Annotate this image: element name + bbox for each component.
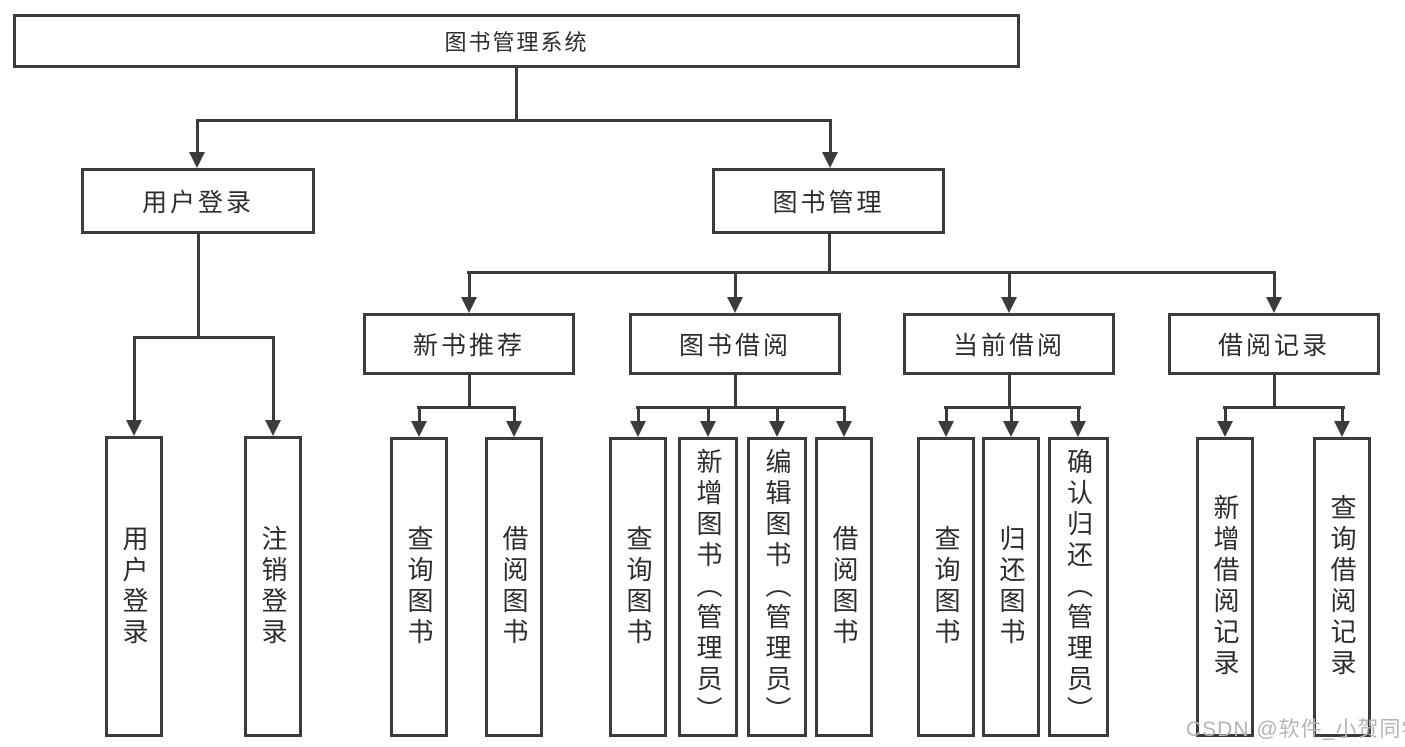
arrowhead xyxy=(1003,421,1019,437)
node-query-borrow-record-label: 查询借阅记录 xyxy=(1327,494,1357,680)
node-borrowing-records: 借阅记录 xyxy=(1168,313,1380,375)
connector-line xyxy=(196,119,832,122)
connector-line xyxy=(197,234,200,339)
connector-line xyxy=(1008,375,1011,409)
arrowhead xyxy=(1001,297,1017,313)
node-user-login-leaf-label: 用户登录 xyxy=(119,524,149,649)
node-add-borrow-record-label: 新增借阅记录 xyxy=(1210,494,1240,680)
arrowhead xyxy=(1266,297,1282,313)
node-confirm-return-admin-label: 确认归还（管理员） xyxy=(1063,447,1094,727)
node-new-book-recommend: 新书推荐 xyxy=(363,313,575,375)
arrowhead xyxy=(1070,421,1086,437)
node-add-books-admin-label: 新增图书（管理员） xyxy=(693,447,723,727)
connector-line xyxy=(734,271,737,299)
node-return-books: 归还图书 xyxy=(982,437,1040,737)
connector-line xyxy=(734,375,737,409)
node-query-books-current-label: 查询图书 xyxy=(931,525,961,649)
node-logout-leaf-label: 注销登录 xyxy=(258,524,288,649)
arrowhead xyxy=(461,297,477,313)
connector-line xyxy=(1077,406,1080,424)
connector-line xyxy=(1223,406,1345,409)
connector-line xyxy=(418,406,421,424)
node-user-login: 用户登录 xyxy=(81,168,315,234)
connector-line xyxy=(196,119,199,155)
connector-line xyxy=(1273,375,1276,409)
connector-line xyxy=(272,336,275,424)
arrowhead xyxy=(506,421,522,437)
arrowhead xyxy=(630,421,646,437)
connector-line xyxy=(707,406,710,424)
arrowhead xyxy=(126,420,142,436)
node-add-books-admin: 新增图书（管理员） xyxy=(678,437,738,737)
node-root: 图书管理系统 xyxy=(13,14,1020,68)
node-query-books-recommend-label: 查询图书 xyxy=(404,525,434,649)
node-current-borrowing: 当前借阅 xyxy=(903,313,1115,375)
connector-line xyxy=(945,406,948,424)
connector-line xyxy=(515,68,518,122)
arrowhead xyxy=(189,152,205,168)
connector-line xyxy=(636,406,846,409)
arrowhead xyxy=(727,297,743,313)
node-edit-books-admin: 编辑图书（管理员） xyxy=(747,437,807,737)
arrowhead xyxy=(769,421,785,437)
connector-line xyxy=(843,406,846,424)
node-confirm-return-admin: 确认归还（管理员） xyxy=(1048,437,1109,737)
node-edit-books-admin-label: 编辑图书（管理员） xyxy=(762,447,792,727)
connector-line xyxy=(637,406,640,424)
arrowhead xyxy=(836,421,852,437)
node-book-borrowing: 图书借阅 xyxy=(629,313,841,375)
node-borrow-books-recommend-label: 借阅图书 xyxy=(499,525,529,649)
connector-line xyxy=(133,336,275,339)
arrowhead xyxy=(265,420,281,436)
node-return-books-label: 归还图书 xyxy=(996,525,1026,649)
connector-line xyxy=(1341,406,1344,424)
node-query-books-borrowing: 查询图书 xyxy=(609,437,667,737)
node-query-borrow-record: 查询借阅记录 xyxy=(1313,437,1371,737)
connector-line xyxy=(829,119,832,155)
node-borrow-books-leaf: 借阅图书 xyxy=(815,437,873,737)
node-query-books-borrowing-label: 查询图书 xyxy=(623,525,653,649)
connector-line xyxy=(513,406,516,424)
arrowhead xyxy=(1217,421,1233,437)
connector-line xyxy=(468,375,471,409)
connector-line xyxy=(828,234,831,274)
connector-line xyxy=(1273,271,1276,299)
connector-line xyxy=(468,271,471,299)
connector-line xyxy=(417,406,516,409)
connector-line xyxy=(776,406,779,424)
node-borrow-books-recommend: 借阅图书 xyxy=(485,437,543,737)
connector-line xyxy=(1010,406,1013,424)
watermark-text: CSDN @软件_小贺同学 xyxy=(1186,718,1405,741)
arrowhead xyxy=(411,421,427,437)
node-logout-leaf: 注销登录 xyxy=(244,436,302,737)
connector-line xyxy=(133,336,136,424)
node-add-borrow-record: 新增借阅记录 xyxy=(1196,437,1254,737)
arrowhead xyxy=(938,421,954,437)
connector-line xyxy=(1008,271,1011,299)
connector-line xyxy=(1224,406,1227,424)
node-book-management: 图书管理 xyxy=(712,168,945,234)
node-borrow-books-leaf-label: 借阅图书 xyxy=(829,525,859,649)
node-query-books-current: 查询图书 xyxy=(917,437,975,737)
node-query-books-recommend: 查询图书 xyxy=(390,437,448,737)
connector-line xyxy=(467,271,1276,274)
arrowhead xyxy=(822,152,838,168)
arrowhead xyxy=(1334,421,1350,437)
arrowhead xyxy=(700,421,716,437)
node-user-login-leaf: 用户登录 xyxy=(105,436,163,737)
